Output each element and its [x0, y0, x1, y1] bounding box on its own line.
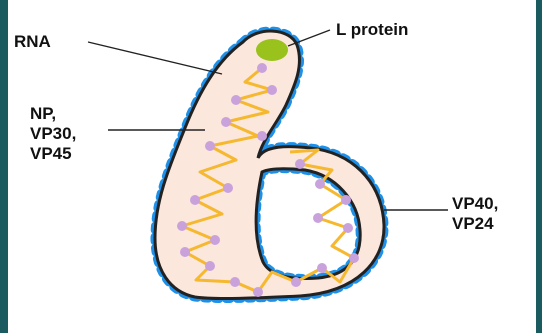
- label-np-line-3: VP45: [30, 144, 72, 164]
- label-l-protein: L protein: [336, 20, 408, 40]
- label-vp-line-1: VP40,: [452, 194, 498, 214]
- l-protein-blob: [256, 39, 288, 61]
- label-np-line-2: VP30,: [30, 124, 76, 144]
- label-vp-line-2: VP24: [452, 214, 494, 234]
- label-np-line-1: NP,: [30, 104, 56, 124]
- label-rna: RNA: [14, 32, 51, 52]
